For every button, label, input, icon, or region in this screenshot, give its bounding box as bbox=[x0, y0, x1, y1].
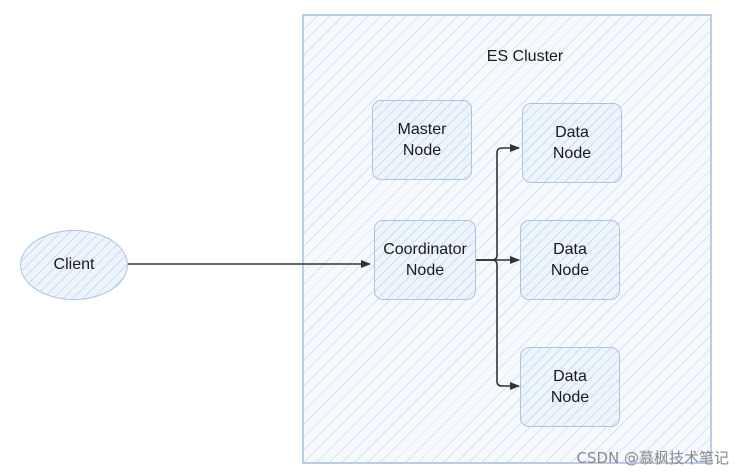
master-node: Master Node bbox=[372, 100, 472, 180]
coordinator-node-line1: Coordinator bbox=[383, 241, 467, 258]
client-node: Client bbox=[20, 230, 128, 300]
data-node-2-line2: Node bbox=[550, 262, 590, 279]
data-node-3: Data Node bbox=[520, 347, 620, 427]
watermark: CSDN @慕枫技术笔记 bbox=[576, 449, 729, 467]
coordinator-node: Coordinator Node bbox=[374, 220, 476, 300]
master-node-line2: Node bbox=[402, 142, 442, 159]
cluster-title: ES Cluster bbox=[486, 48, 564, 65]
data-node-3-line1: Data bbox=[553, 368, 587, 385]
data-node-2-line1: Data bbox=[553, 241, 587, 258]
client-label: Client bbox=[53, 256, 95, 273]
coordinator-node-line2: Node bbox=[405, 262, 445, 279]
data-node-1: Data Node bbox=[522, 103, 622, 183]
data-node-3-line2: Node bbox=[550, 389, 590, 406]
master-node-line1: Master bbox=[397, 121, 447, 138]
data-node-1-line1: Data bbox=[555, 124, 589, 141]
data-node-2: Data Node bbox=[520, 220, 620, 300]
es-cluster-container: ES Cluster bbox=[302, 14, 712, 464]
data-node-1-line2: Node bbox=[552, 145, 592, 162]
